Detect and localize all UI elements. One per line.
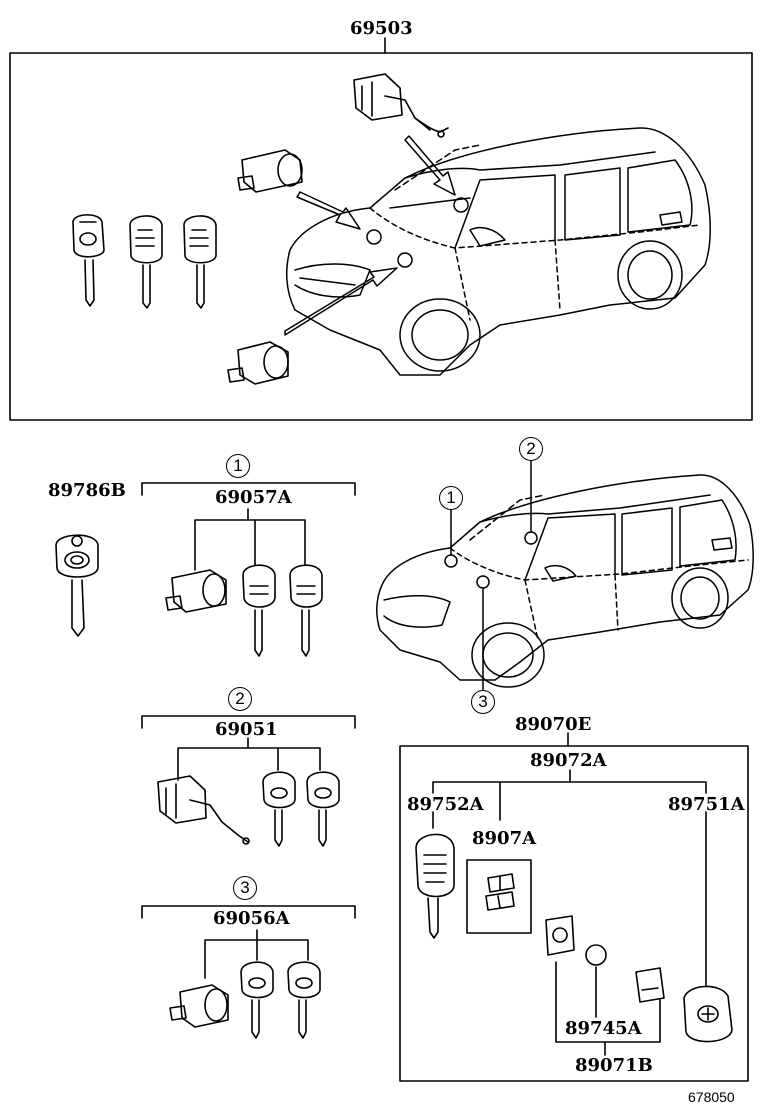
vehicle-illustration-middle [377,460,753,693]
module-part-label: 89071B [575,1055,653,1076]
set-1-key-icon-a [243,565,275,656]
set-3-bracket [142,906,355,918]
key-blank-icon [56,535,98,636]
location-arrows [285,136,455,335]
set-3-key-icon-a [241,962,273,1038]
transmitter-part-label: 89070E [515,714,592,735]
set-2-ignition-icon [158,776,249,844]
set-1-key-icon-b [290,565,322,656]
sub-assembly-leaders [433,770,706,820]
key-blank-part-label: 89786B [48,480,126,501]
sub-assembly-part-label: 89072A [530,750,607,771]
smart-key-part-label: 89751A [668,794,745,815]
set-3-key-icon-b [288,962,320,1038]
set-2-key-icon-b [307,772,339,846]
smart-key-insert-icon [636,968,664,1002]
vehicle-callout-2: 2 [519,437,543,461]
set-2-key-icon-a [263,772,295,846]
set-1-cylinder-icon [166,570,226,612]
remote-key-icon [416,834,454,938]
door-cylinder-icon-top [238,150,302,192]
trunk-cylinder-icon-top [228,342,288,384]
set-2-bracket [142,716,355,728]
housing-buttons-icon [486,874,514,910]
assembly-part-label: 69503 [350,18,413,39]
module-icon [546,916,574,955]
set-3-leaders [205,930,308,978]
battery-icon [586,945,606,965]
vehicle-illustration-top [287,128,711,375]
ignition-cylinder-icon-top [354,74,448,137]
remote-key-part-label: 89752A [407,794,484,815]
set-1-leaders [195,509,305,570]
set-1-bracket [142,483,355,495]
battery-part-label: 89745A [565,1018,642,1039]
assembly-frame [10,53,752,420]
smart-key-icon [684,986,732,1041]
set-2-callout: 2 [228,687,252,711]
vehicle-callout-1: 1 [439,486,463,510]
transmitter-frame [400,746,748,1081]
set-1-callout: 1 [226,454,250,478]
key-icon-top-2 [130,216,162,308]
housing-box [467,860,531,933]
set-1-part-label: 69057A [215,487,292,508]
vehicle-callout-3: 3 [471,690,495,714]
set-2-leaders [178,738,320,780]
set-3-cylinder-icon [170,985,228,1027]
set-3-part-label: 69056A [213,908,290,929]
set-3-callout: 3 [233,876,257,900]
key-icon-top-3 [184,216,216,308]
module-leaders [556,962,660,1055]
figure-id: 678050 [688,1089,735,1105]
key-icon-top-1 [73,215,104,306]
housing-part-label: 8907A [472,828,537,849]
set-2-part-label: 69051 [215,719,278,740]
